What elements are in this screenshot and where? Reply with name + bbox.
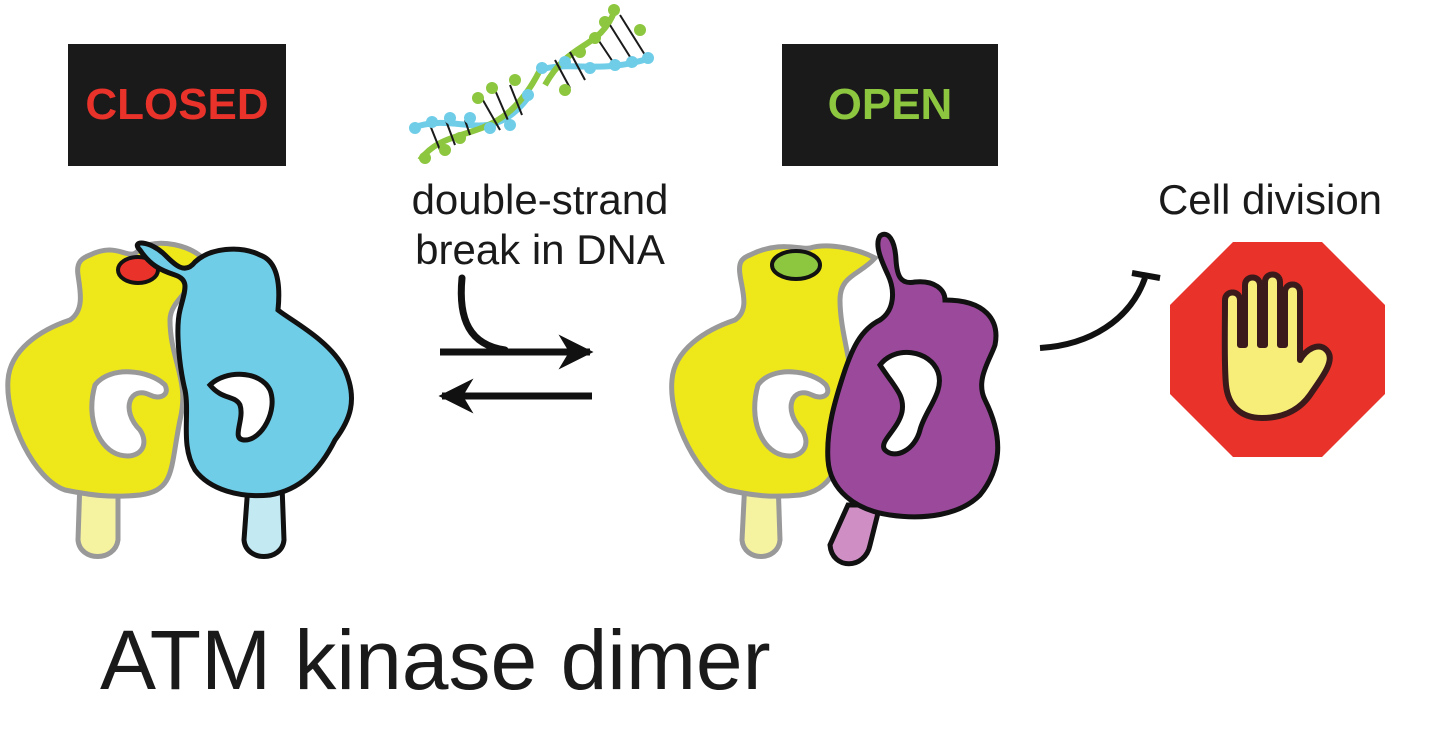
dsb-caption-line2: break in DNA: [415, 226, 665, 273]
cell-division-caption: Cell division: [1157, 176, 1383, 223]
closed-label-box: CLOSED: [68, 44, 286, 166]
closed-label: CLOSED: [85, 80, 269, 129]
open-purple-tail: [827, 502, 884, 567]
dna-helix-icon: [409, 4, 654, 164]
open-yellow-monomer: [669, 243, 879, 499]
main-title: ATM kinase dimer: [100, 613, 771, 707]
open-active-site: [770, 249, 822, 281]
closed-dimer: [5, 240, 355, 559]
open-dimer: [669, 231, 1001, 567]
closed-blue-tail: [241, 482, 287, 559]
open-yellow-tail: [739, 477, 783, 559]
closed-yellow-monomer: [5, 240, 208, 499]
dsb-caption: double-strand break in DNA: [375, 175, 705, 275]
open-label-box: OPEN: [782, 44, 998, 166]
inhibition-arrow-icon: [1039, 270, 1161, 351]
closed-yellow-tail: [75, 477, 121, 559]
stop-hand-icon: [1170, 242, 1385, 457]
dsb-caption-line1: double-strand: [411, 176, 669, 223]
closed-blue-monomer: [135, 240, 355, 499]
equilibrium-arrows-icon: [438, 274, 594, 414]
hand-icon: [1221, 271, 1333, 421]
open-label: OPEN: [827, 80, 953, 129]
open-purple-monomer: [825, 231, 1001, 520]
